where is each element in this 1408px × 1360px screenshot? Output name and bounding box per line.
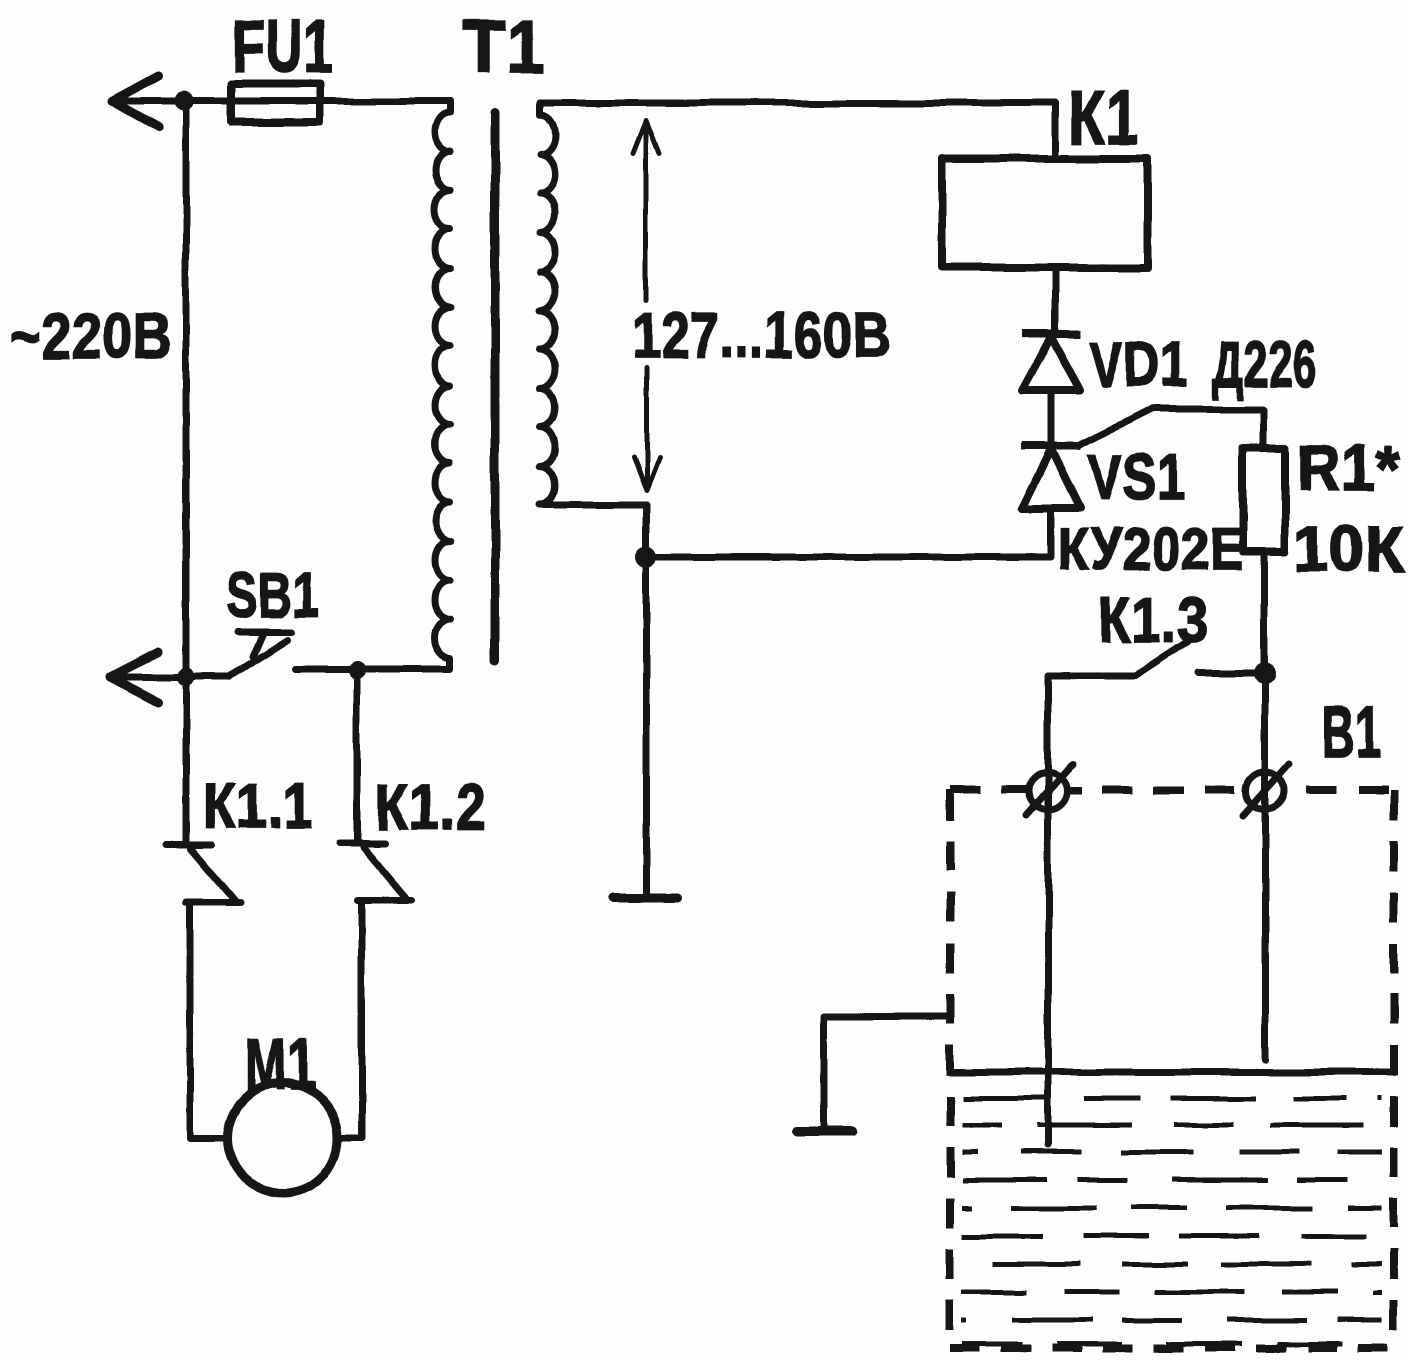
push-button-label: SB1 (227, 559, 319, 631)
diode-type-label: Д226 (1213, 328, 1317, 400)
contact-k12-label: К1.2 (375, 771, 487, 843)
contact-k13-label: К1.3 (1098, 584, 1208, 656)
k13-contact-blade (1132, 638, 1192, 680)
relay-coil-box (938, 154, 1152, 272)
motor-symbol (223, 1078, 343, 1198)
dimension-arrow-up-icon (630, 118, 662, 157)
bath-label: В1 (1322, 693, 1382, 773)
junction-dot (177, 668, 195, 686)
k12-contact-blade (359, 843, 411, 903)
tank-common-wire (820, 1012, 954, 1134)
thyristor-triangle (1018, 445, 1084, 512)
thyristor-type-label: КУ202Е (1058, 517, 1244, 582)
k12-lower-wire (334, 897, 416, 1142)
mains-arrow-bottom-icon (105, 647, 163, 707)
contact-k11-label: К1.1 (203, 769, 313, 841)
fuse-body (228, 80, 324, 126)
water-hatching (962, 1095, 1382, 1347)
transformer-primary-winding (292, 97, 454, 673)
mains-arrow-top-icon (107, 71, 163, 132)
thyristor-ref-label: VS1 (1088, 441, 1186, 513)
motor-label: М1 (245, 1025, 317, 1105)
sb1-switch-blade (226, 636, 292, 681)
diode-triangle (1018, 333, 1084, 394)
transformer-label: Т1 (463, 5, 545, 88)
fuse-label: FU1 (233, 5, 333, 88)
junction-dot (174, 91, 194, 111)
resistor-value-label: 10К (1294, 513, 1404, 585)
thyristor-gate-wire (1074, 405, 1267, 452)
dimension-arrow-down-icon (630, 455, 662, 494)
bushing-stroke-icon (1022, 760, 1076, 820)
relay-coil-label: К1 (1068, 76, 1140, 159)
secondary-voltage-label: 127...160В (632, 299, 890, 371)
k11-contact-blade (187, 845, 239, 905)
sb1-button-cap (234, 628, 296, 661)
diode-ref-label: VD1 (1090, 328, 1188, 400)
mains-voltage-label: ~220В (10, 300, 172, 372)
k11-lower-wire (182, 899, 244, 1142)
resistor-ref-label: R1* (1297, 432, 1401, 504)
bushing-stroke-icon (1239, 760, 1293, 820)
thyristor-anode-wire (642, 504, 1055, 561)
transformer-secondary-winding (536, 99, 650, 561)
resistor-body (1239, 444, 1289, 556)
